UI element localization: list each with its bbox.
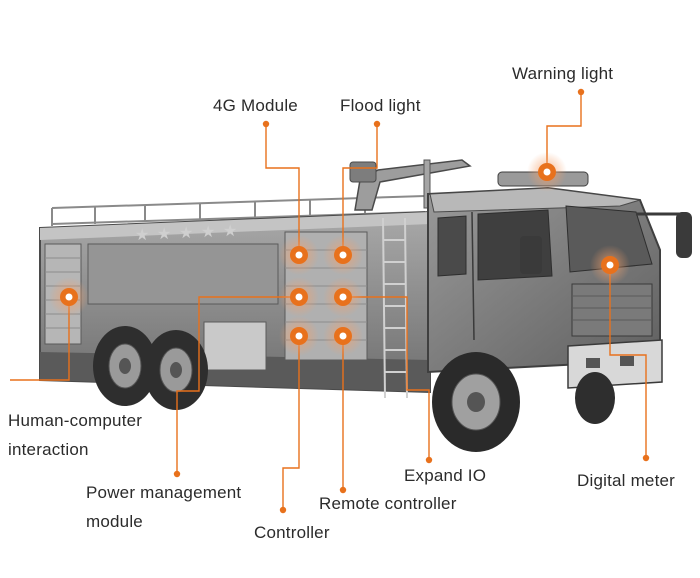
leader-flood-light xyxy=(342,124,378,255)
svg-text:★: ★ xyxy=(135,225,149,244)
svg-text:★: ★ xyxy=(179,223,193,242)
leader-hci xyxy=(10,297,70,381)
label-human-computer-interaction: Human-computer interaction xyxy=(8,411,143,459)
leader-digital-meter xyxy=(609,265,647,458)
hotspot-4g-module[interactable] xyxy=(279,235,319,275)
star-icons: ★ ★ ★ ★ ★ xyxy=(135,221,237,244)
hotspot-digital-meter[interactable] xyxy=(590,245,630,285)
hotspot-expand-io[interactable] xyxy=(323,277,363,317)
leader-lines xyxy=(10,93,647,508)
label-digital-meter: Digital meter xyxy=(577,471,676,490)
wheel-front xyxy=(432,352,520,452)
windshield xyxy=(565,205,653,273)
hotspot-warning-light[interactable] xyxy=(527,152,567,192)
label-4g-module: 4G Module xyxy=(213,96,298,115)
side-door xyxy=(203,321,267,371)
svg-text:★: ★ xyxy=(157,224,171,243)
cab-roof xyxy=(429,187,641,213)
hotspot-controller[interactable] xyxy=(279,316,319,356)
hotspot-remote-controller[interactable] xyxy=(323,316,363,356)
svg-text:★: ★ xyxy=(201,222,215,241)
label-flood-light: Flood light xyxy=(340,96,421,115)
cab-window-rear xyxy=(437,215,467,277)
svg-text:★: ★ xyxy=(223,221,237,240)
hotspot-power[interactable] xyxy=(279,277,319,317)
leader-power xyxy=(176,296,299,473)
wheel-rear-2 xyxy=(144,330,208,410)
wheel-front-far xyxy=(575,372,615,424)
hotspot-markers xyxy=(49,152,630,356)
grille xyxy=(571,283,653,337)
side-panel xyxy=(87,243,279,305)
water-cannon xyxy=(349,159,472,211)
leader-4g-module xyxy=(265,124,300,255)
label-expand-io: Expand IO xyxy=(404,466,487,485)
wheel-rear-1 xyxy=(93,326,157,406)
hotspot-hci[interactable] xyxy=(49,277,89,317)
leader-end-dots xyxy=(173,88,650,514)
body-top-band xyxy=(40,212,430,240)
leader-controller xyxy=(282,336,300,508)
hotspot-flood-light[interactable] xyxy=(323,235,363,275)
cab-door-line xyxy=(471,211,475,341)
label-remote-controller: Remote controller xyxy=(319,494,457,513)
leader-warning-light xyxy=(546,93,582,172)
label-controller: Controller xyxy=(254,523,330,542)
label-power-management-module: Power management module xyxy=(86,483,242,531)
leader-expand-io xyxy=(343,296,430,460)
label-warning-light: Warning light xyxy=(512,64,614,83)
